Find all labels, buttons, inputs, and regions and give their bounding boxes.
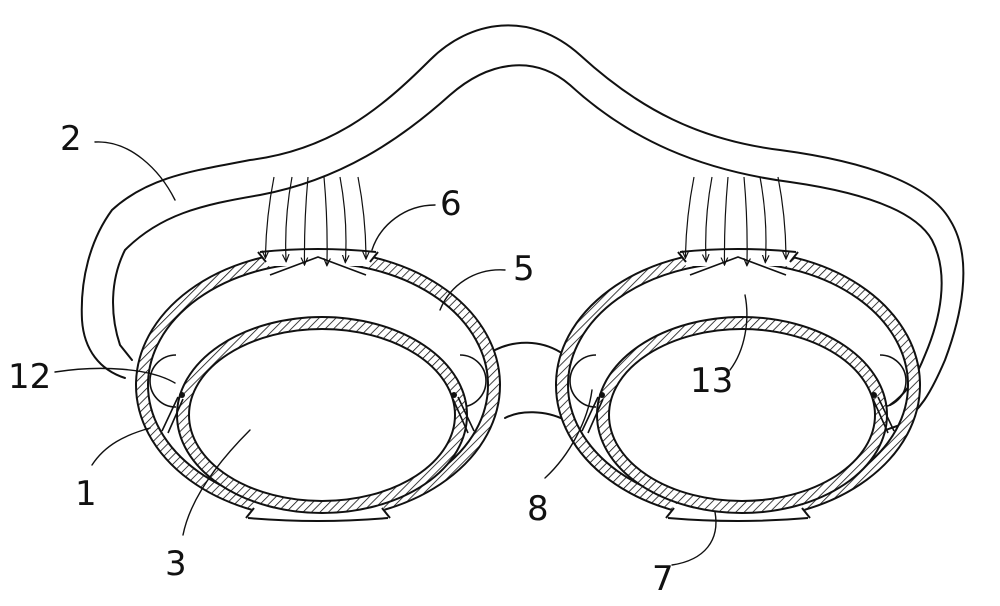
left-pivot-dot [179, 392, 185, 398]
airflow-arrow [304, 176, 309, 265]
label-8: 8 [527, 489, 549, 529]
nose-bridge [494, 341, 566, 421]
airflow-arrow [685, 176, 695, 258]
right-pivot-dot [871, 392, 877, 398]
inner-lens-ring [175, 316, 469, 514]
left-side-cup [569, 354, 597, 408]
label-7: 7 [652, 559, 674, 599]
top-vent-outline [259, 248, 377, 253]
right-connector-strut [452, 396, 475, 434]
right-pivot-dot [451, 392, 457, 398]
airflow-arrow [706, 176, 713, 262]
label-12: 12 [8, 357, 51, 397]
top-vent-outline [679, 248, 797, 253]
leader-1 [91, 427, 151, 466]
bottom-vent-edges [665, 507, 811, 519]
left-eye-assembly [134, 176, 502, 522]
leader-13 [729, 294, 748, 371]
mask-outer-outline [80, 24, 965, 433]
label-6: 6 [440, 184, 462, 224]
mask-inner-outline [112, 64, 943, 406]
left-connector-strut [581, 396, 604, 434]
airflow-arrow [759, 176, 766, 263]
air-deflector [269, 256, 367, 276]
leader-3 [182, 429, 251, 536]
label-5: 5 [513, 249, 535, 289]
leader-5 [439, 269, 506, 311]
right-side-cup [459, 354, 487, 408]
airflow-arrow [265, 176, 275, 258]
airflow-arrow [777, 176, 786, 259]
label-1: 1 [75, 474, 97, 514]
leader-7 [671, 511, 717, 566]
left-connector-strut [161, 396, 184, 434]
bottom-vent-outline [667, 517, 809, 522]
label-2: 2 [60, 119, 82, 159]
left-side-cup [149, 354, 177, 408]
bottom-vent-outline [247, 517, 389, 522]
right-connector-strut [872, 396, 895, 434]
airflow-arrow [339, 176, 346, 263]
leader-2 [94, 141, 176, 201]
airflow-arrow [286, 176, 293, 262]
air-deflector [689, 256, 787, 276]
airflow-arrow [357, 176, 366, 259]
leader-6 [371, 204, 436, 251]
airflow-arrow [724, 176, 729, 265]
label-3: 3 [165, 544, 187, 584]
right-side-cup [879, 354, 907, 408]
leader-12 [54, 367, 176, 384]
left-pivot-dot [599, 392, 605, 398]
label-13: 13 [690, 361, 733, 401]
airflow-arrow [744, 176, 747, 266]
bottom-vent-edges [245, 507, 391, 519]
right-eye-assembly [554, 176, 922, 522]
airflow-arrow [324, 176, 327, 266]
leader-8 [544, 389, 593, 479]
